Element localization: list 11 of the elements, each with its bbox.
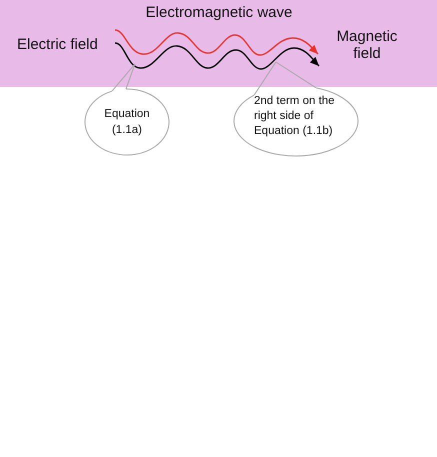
speech-bubble <box>84 88 170 156</box>
band-title: Electromagnetic wave <box>146 4 292 21</box>
callout-tail <box>254 61 317 96</box>
title-band <box>0 0 437 87</box>
callout-text: Equation (1.1a) <box>103 107 151 138</box>
callout-text: 2nd term on the right side of Equation (1.1b) <box>254 94 336 138</box>
field-label: Electric field <box>17 36 98 53</box>
speech-bubble <box>233 85 359 157</box>
wave-arrow <box>113 41 320 72</box>
callout-tail <box>111 64 136 92</box>
field-label: Magnetic field <box>336 28 398 62</box>
